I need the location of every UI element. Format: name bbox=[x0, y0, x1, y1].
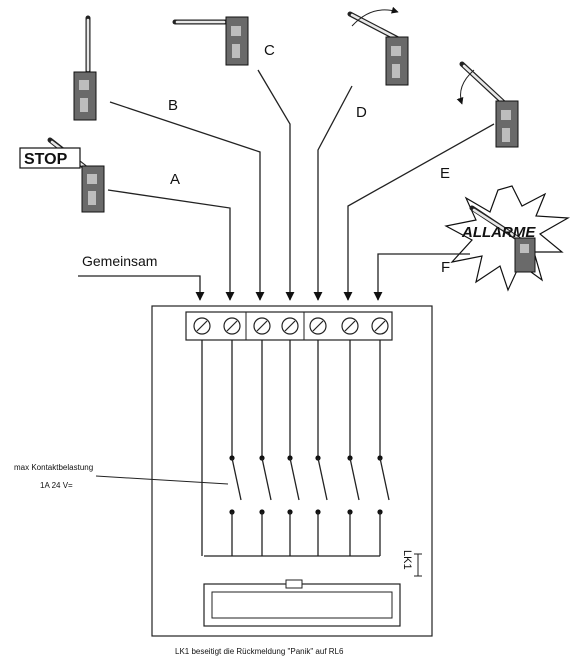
label-b: B bbox=[168, 97, 178, 114]
barrier-gate-icon bbox=[172, 16, 249, 66]
jumper-label: LK1 bbox=[401, 550, 413, 570]
barrier-gate-icon bbox=[459, 61, 519, 148]
curved-arrow-icon bbox=[351, 6, 399, 27]
label-e: E bbox=[440, 165, 450, 182]
switch-contact bbox=[287, 420, 300, 556]
switch-contact bbox=[229, 420, 242, 556]
contact-load-label: max Kontaktbelastung bbox=[14, 463, 93, 472]
label-f: F bbox=[441, 259, 450, 276]
screw-terminal-icon bbox=[223, 317, 241, 335]
caption: LK1 beseitigt die Rückmeldung "Panik" au… bbox=[175, 647, 344, 656]
stop-sign-text: STOP bbox=[24, 151, 68, 168]
switch-contact bbox=[377, 420, 390, 556]
contact-switches bbox=[201, 340, 390, 556]
screw-terminal-icon bbox=[193, 317, 211, 335]
screw-terminal-icon bbox=[309, 317, 327, 335]
label-c: C bbox=[264, 42, 275, 59]
label-d: D bbox=[356, 104, 367, 121]
switch-contact bbox=[315, 420, 328, 556]
screw-terminal-icon bbox=[281, 317, 299, 335]
contact-load-pointer bbox=[95, 475, 229, 485]
screw-terminal-icon bbox=[341, 317, 359, 335]
barrier-gate-icon bbox=[347, 11, 409, 86]
contact-load-value: 1A 24 V= bbox=[40, 481, 73, 490]
alarm-starburst-icon: ALLARME bbox=[444, 185, 571, 292]
switch-contact bbox=[259, 420, 272, 556]
barrier-gate-icon bbox=[73, 15, 97, 121]
label-common: Gemeinsam bbox=[82, 253, 157, 269]
screw-terminal-icon bbox=[371, 317, 389, 335]
curved-arrow-icon bbox=[456, 69, 475, 105]
stop-sign-icon: STOP bbox=[19, 147, 81, 169]
alarm-text: ALLARME bbox=[461, 224, 536, 241]
connector bbox=[203, 579, 401, 627]
jumper-lk1: LK1 bbox=[401, 550, 422, 577]
label-a: A bbox=[170, 171, 180, 188]
screw-terminal-icon bbox=[253, 317, 271, 335]
leader-wires bbox=[78, 69, 495, 301]
switch-contact bbox=[347, 420, 360, 556]
